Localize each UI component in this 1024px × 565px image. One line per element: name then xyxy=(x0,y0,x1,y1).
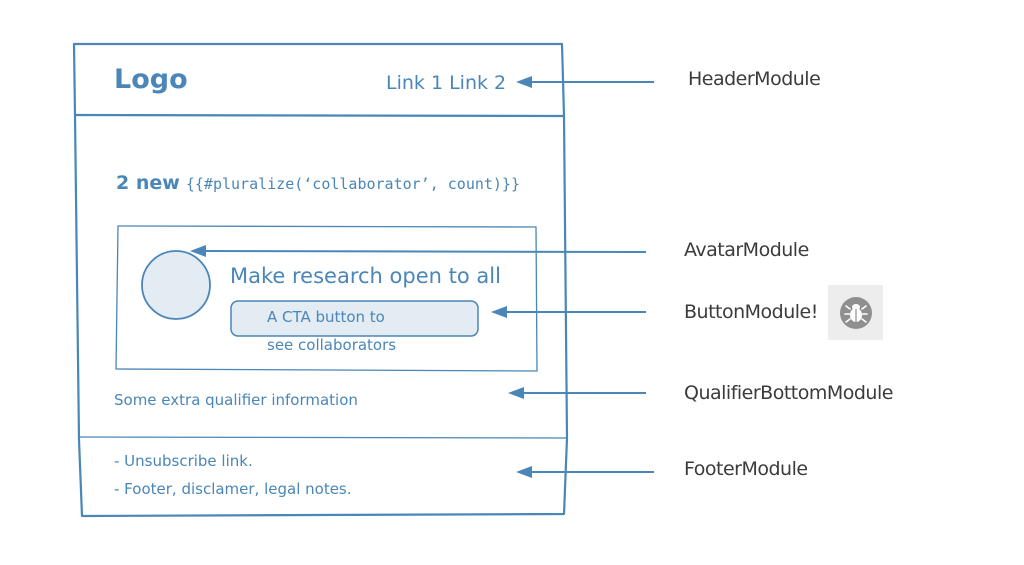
bug-badge xyxy=(828,285,883,340)
logo: Logo xyxy=(114,64,188,95)
bug-icon xyxy=(839,296,872,329)
avatar-arrowhead xyxy=(190,245,206,257)
footer-arrowhead xyxy=(516,466,532,478)
header-arrowhead xyxy=(516,76,532,88)
cta-button-label-line1[interactable]: A CTA button to xyxy=(267,308,385,326)
avatar-circle xyxy=(141,250,211,320)
avatar-arrow xyxy=(201,250,647,253)
heading: 2 new {{#pluralize(‘collaborator’, count… xyxy=(116,172,520,194)
footer-line-unsubscribe[interactable]: - Unsubscribe link. xyxy=(114,452,253,470)
heading-prefix: 2 new xyxy=(116,172,180,194)
footer-divider xyxy=(79,436,568,439)
qualifier-text: Some extra qualifier information xyxy=(114,391,358,409)
card-box xyxy=(115,225,538,372)
cta-button-box xyxy=(230,300,479,337)
module-label-avatar: AvatarModule xyxy=(684,239,809,261)
qualifier-arrowhead xyxy=(508,387,524,399)
cta-button-label-line2[interactable]: see collaborators xyxy=(267,336,397,354)
button-arrowhead xyxy=(491,306,507,318)
header-links[interactable]: Link 1 Link 2 xyxy=(386,72,507,94)
module-label-qualifier: QualifierBottomModule xyxy=(684,382,893,404)
card-title: Make research open to all xyxy=(230,264,501,288)
module-label-header: HeaderModule xyxy=(688,68,821,90)
module-label-footer: FooterModule xyxy=(684,458,808,480)
heading-template: {{#pluralize(‘collaborator’, count)}} xyxy=(185,175,520,193)
header-divider xyxy=(74,113,565,118)
email-frame xyxy=(72,42,569,518)
footer-line-legal: - Footer, disclamer, legal notes. xyxy=(114,480,352,498)
module-label-button: ButtonModule! xyxy=(684,301,818,323)
